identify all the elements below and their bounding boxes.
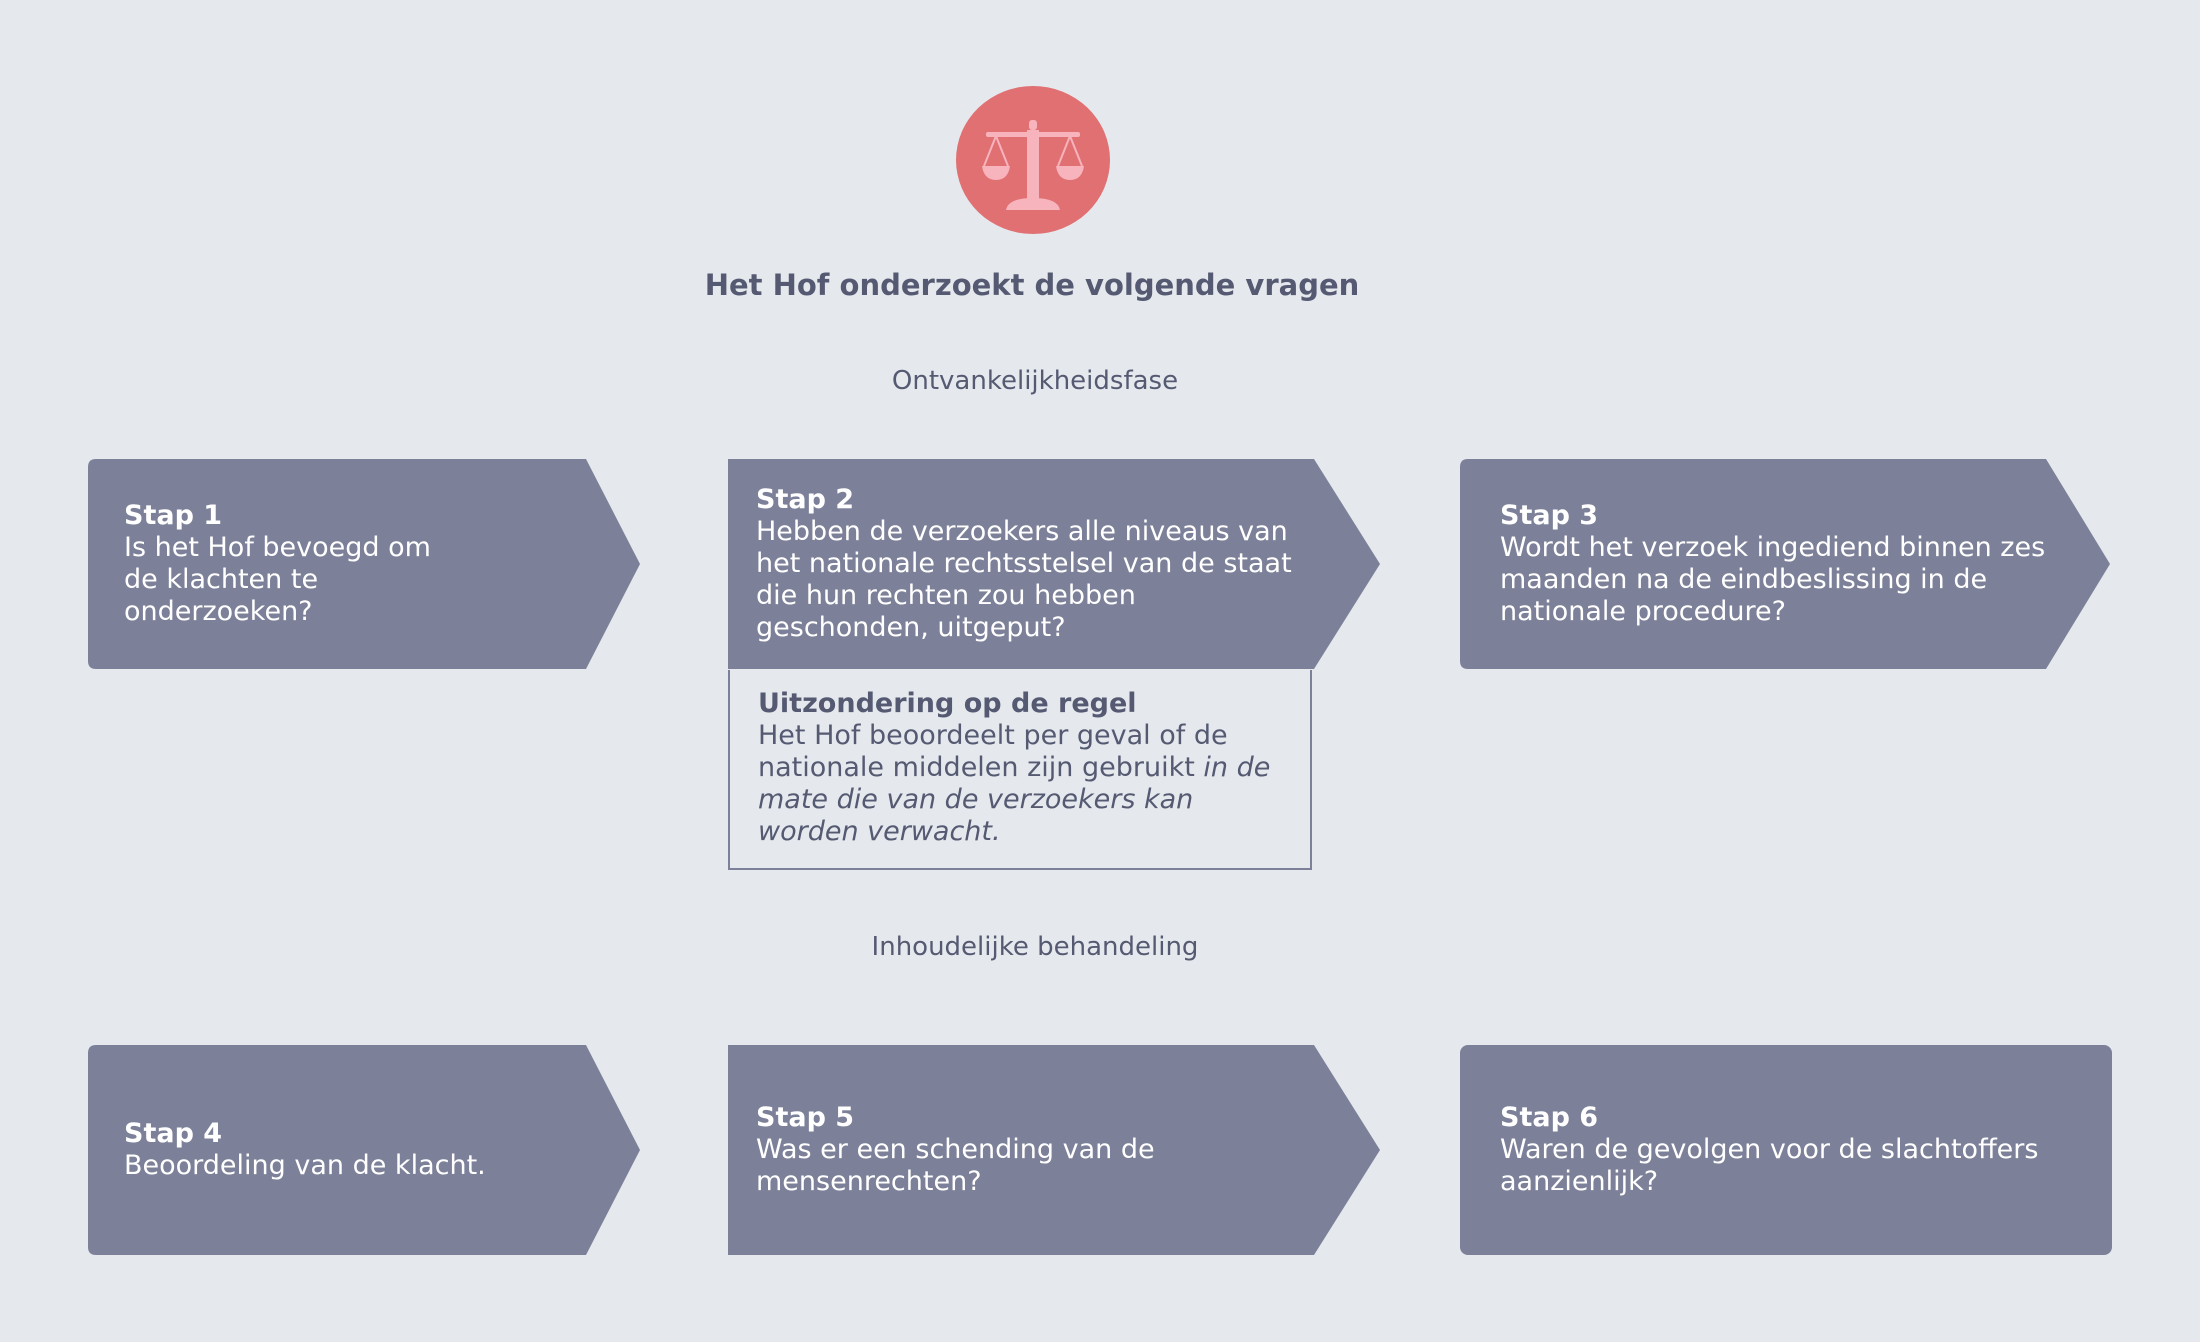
step-3-label: Stap 3 [1500,500,1599,531]
exception-box: Uitzondering op de regel Het Hof beoorde… [728,670,1312,870]
step-5-arrow-shape [728,1045,1380,1255]
step-6: Stap 6 Waren de gevolgen voor de slachto… [1460,1045,2112,1255]
step-6-question: Waren de gevolgen voor de slachtoffers a… [1500,1134,2039,1197]
phase-label-substantive: Inhoudelijke behandeling [871,932,1199,962]
step-6-box-shape [1460,1045,2112,1255]
step-2: Stap 2 Hebben de verzoekers alle niveaus… [728,459,1380,669]
step-3-question: Wordt het verzoek ingediend binnen zes m… [1500,532,2046,627]
step-2-arrow-shape [728,459,1380,669]
step-5: Stap 5 Was er een schending van de mense… [728,1045,1380,1255]
step-4: Stap 4 Beoordeling van de klacht. [88,1045,640,1255]
step-3: Stap 3 Wordt het verzoek ingediend binne… [1460,459,2110,669]
step-1-question: Is het Hof bevoegd om de klachten te ond… [124,532,431,627]
step-4-question: Beoordeling van de klacht. [124,1150,486,1181]
step-4-label: Stap 4 [124,1118,223,1149]
step-2-question: Hebben de verzoekers alle niveaus van he… [756,516,1292,643]
icon-circle [956,86,1110,234]
step-5-label: Stap 5 [756,1102,855,1133]
step-3-arrow-shape [1460,459,2110,669]
diagram-title: Het Hof onderzoekt de volgende vragen [704,268,1360,302]
scales-of-justice-icon [982,120,1084,210]
step-4-arrow-shape [88,1045,640,1255]
exception-text: Het Hof beoordeelt per geval of de natio… [758,720,1228,783]
step-5-question: Was er een schending van de mensenrechte… [756,1134,1155,1197]
phase-label-admissibility: Ontvankelijkheidsfase [891,366,1179,396]
step-1-label: Stap 1 [124,500,223,531]
exception-emphasis: in de mate die van de verzoekers kan wor… [758,752,1271,847]
step-1: Stap 1 Is het Hof bevoegd om de klachten… [88,459,640,669]
step-6-label: Stap 6 [1500,1102,1599,1133]
step-1-arrow-shape [88,459,640,669]
step-2-label: Stap 2 [756,484,855,515]
exception-title: Uitzondering op de regel [758,688,1137,719]
